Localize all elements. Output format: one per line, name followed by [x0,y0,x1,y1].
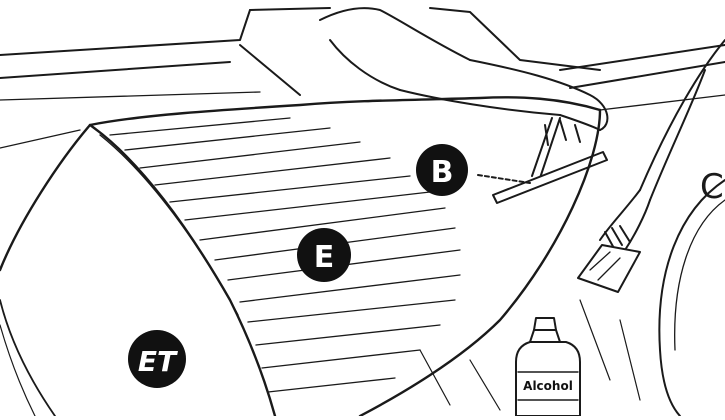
alcohol-bottle [516,318,580,416]
callout-b-badge: B [416,144,468,196]
callout-c-partial: C [700,167,724,207]
car-roof-lines [0,8,725,148]
callout-b-leader [478,175,530,183]
callout-et-label: ET [138,345,178,378]
callout-b-label: B [431,155,454,190]
callout-e-label: E [314,240,335,275]
cleaning-cloth [578,245,640,292]
door-frame-right [659,180,725,416]
callout-et-badge: ET [128,330,186,388]
hand-arm-left [320,8,607,145]
callout-e-badge: E [297,228,351,282]
bottle-label: Alcohol [523,379,573,393]
